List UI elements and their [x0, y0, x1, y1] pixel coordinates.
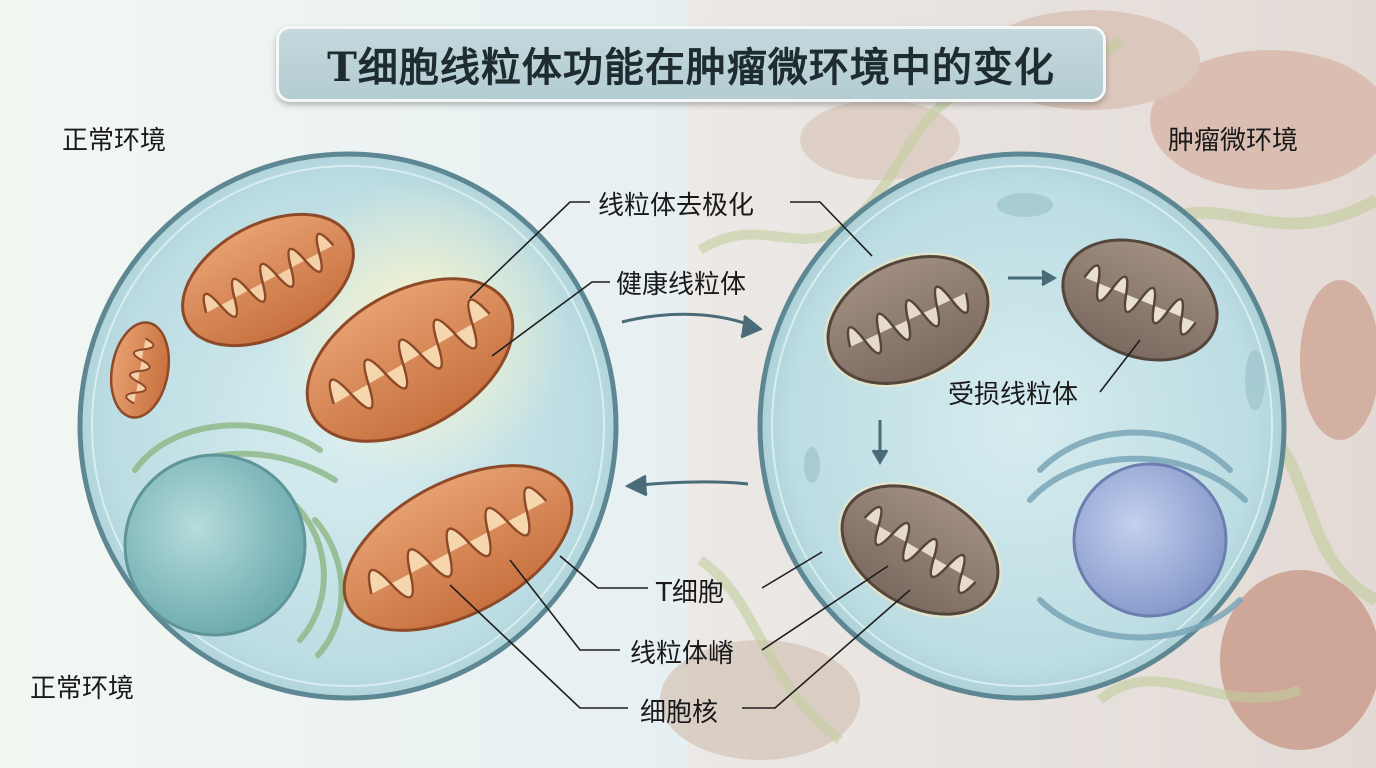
left-nucleus: [123, 453, 307, 637]
tumor-stroma: [660, 10, 1376, 760]
page-title: T细胞线粒体功能在肿瘤微环境中的变化: [327, 44, 1055, 91]
left-mito-center: [305, 277, 515, 443]
callout-healthy-mito: 健康线粒体: [616, 270, 747, 300]
right-er: [1027, 429, 1248, 641]
title-banner: T细胞线粒体功能在肿瘤微环境中的变化: [276, 26, 1106, 102]
left-mito-topleft: [181, 212, 355, 348]
right-top-label: 肿瘤微环境: [1168, 126, 1299, 156]
left-mito-bottom: [342, 464, 574, 632]
right-t-cell: [757, 151, 1287, 701]
callout-damaged-mito: 受损线粒体: [948, 380, 1079, 410]
right-mito-damaged-top: [1061, 238, 1219, 362]
left-top-label: 正常环境: [62, 126, 167, 156]
left-bottom-label: 正常环境: [30, 674, 135, 704]
callout-cristae: 线粒体嵴: [630, 639, 735, 669]
right-mito-damaged-bottom: [838, 481, 1002, 619]
right-nucleus: [1072, 462, 1228, 618]
callout-t-cell: T细胞: [656, 578, 724, 608]
callout-nucleus: 细胞核: [640, 698, 719, 728]
transition-arrows: [621, 269, 1057, 497]
right-mito-depolarized: [824, 252, 992, 388]
leader-lines: [449, 201, 1141, 709]
callout-depolarization: 线粒体去极化: [598, 191, 755, 221]
